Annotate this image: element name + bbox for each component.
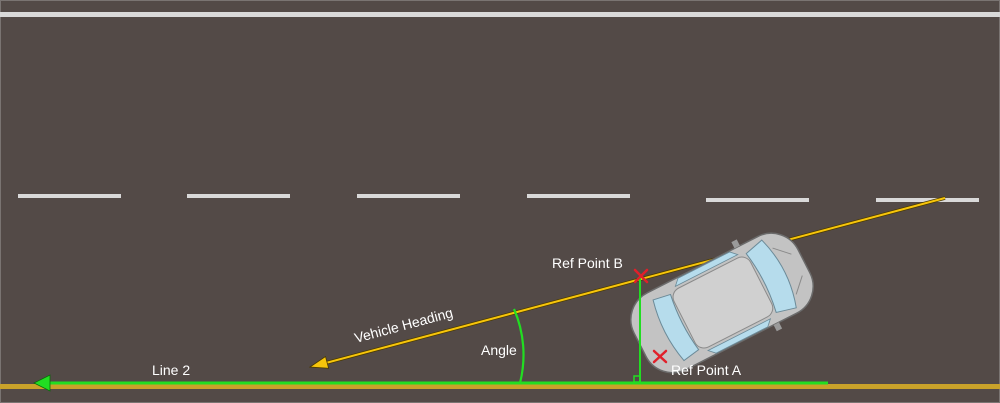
- car-side-window-left: [674, 251, 739, 288]
- perpendicular-line: [633, 276, 641, 383]
- ref-point-b-marker: [633, 268, 649, 284]
- lane-dash: [706, 198, 809, 202]
- ref-point-a-marker: [652, 349, 668, 364]
- vehicle-heading-line: [308, 196, 946, 369]
- line-2-arrowhead: [33, 374, 51, 392]
- lane-dash: [876, 198, 979, 202]
- heading-arrowhead: [308, 355, 330, 369]
- car-side-window-right: [707, 317, 772, 354]
- lane-dash: [357, 194, 460, 198]
- car-rear-window: [652, 293, 700, 362]
- car-mirror: [773, 322, 783, 332]
- lane-dash: [187, 194, 290, 198]
- angle-arc: [512, 308, 525, 384]
- right-angle-marker: [633, 375, 641, 383]
- ref-point-a-label: Ref Point A: [671, 362, 742, 378]
- car-mirror: [731, 239, 740, 249]
- car-windshield: [745, 239, 797, 314]
- bottom-edge-line: [0, 384, 1000, 389]
- lane-dash: [527, 194, 630, 198]
- center-lane-dashes: [18, 194, 979, 202]
- angle-label: Angle: [481, 342, 517, 358]
- lane-dash: [18, 194, 121, 198]
- top-edge-line: [0, 12, 1000, 17]
- line-2-reference: [33, 374, 828, 392]
- ref-point-b-label: Ref Point B: [552, 255, 623, 271]
- car-hood-line: [795, 275, 803, 295]
- car-hood-line: [772, 247, 792, 255]
- car-roof: [672, 256, 774, 349]
- line-2-label: Line 2: [152, 362, 190, 378]
- car: [630, 232, 814, 374]
